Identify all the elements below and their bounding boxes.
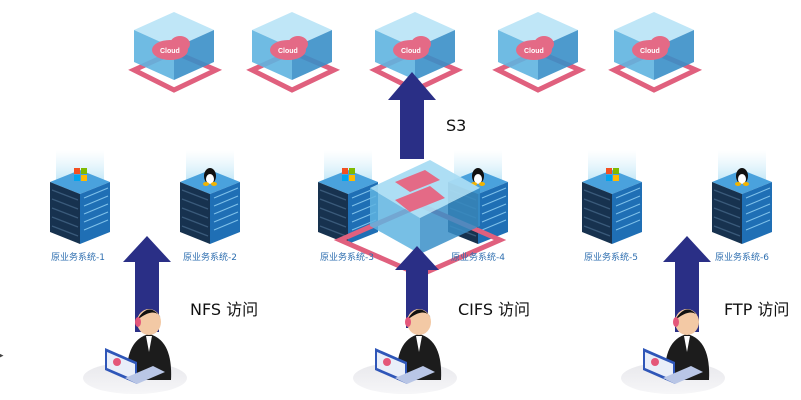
user-at-laptop-2 xyxy=(353,309,457,394)
cloud-cube-1: Cloud xyxy=(128,12,223,93)
server-5 xyxy=(582,150,642,244)
server-caption-1: 原业务系统-1 xyxy=(51,253,105,263)
cloud-text: Cloud xyxy=(640,48,660,55)
cloud-text: Cloud xyxy=(401,48,421,55)
server-caption-4: 原业务系统-4 xyxy=(451,253,505,263)
linux-icon xyxy=(735,168,749,186)
server-caption-2: 原业务系统-2 xyxy=(183,253,237,263)
user-row xyxy=(83,309,725,394)
server-2 xyxy=(180,150,240,244)
server-caption-6: 原业务系统-6 xyxy=(715,253,769,263)
server-1 xyxy=(50,150,110,244)
cloud-icon: Cloud xyxy=(632,36,670,60)
cloud-icon: Cloud xyxy=(270,36,308,60)
cloud-cube-4: Cloud xyxy=(492,12,587,93)
cloud-text: Cloud xyxy=(278,48,298,55)
cloud-icon: Cloud xyxy=(393,36,431,60)
user-at-laptop-3 xyxy=(621,309,725,394)
s3-label: S3 xyxy=(446,116,467,135)
cloud-icon: Cloud xyxy=(516,36,554,60)
cloud-cube-5: Cloud xyxy=(608,12,703,93)
linux-icon xyxy=(203,168,217,186)
gateway-cube xyxy=(333,160,507,278)
windows-icon xyxy=(74,168,87,181)
cloud-text: Cloud xyxy=(160,48,180,55)
nfs-access-label: NFS 访问 xyxy=(190,300,259,319)
cifs-access-label: CIFS 访问 xyxy=(458,300,531,319)
server-caption-3: 原业务系统-3 xyxy=(320,253,374,263)
cloud-storage-row: Cloud Cloud Cloud Cloud Cloud xyxy=(128,12,703,93)
user-at-laptop-1 xyxy=(83,309,187,394)
cloud-text: Cloud xyxy=(524,48,544,55)
server-6 xyxy=(712,150,772,244)
cloud-cube-2: Cloud xyxy=(246,12,341,93)
cloud-cube-3: Cloud xyxy=(369,12,464,93)
cloud-icon: Cloud xyxy=(152,36,190,60)
s3-arrow xyxy=(388,72,436,159)
server-caption-5: 原业务系统-5 xyxy=(584,253,638,263)
windows-icon xyxy=(342,168,355,181)
ftp-access-label: FTP 访问 xyxy=(724,300,790,319)
windows-icon xyxy=(606,168,619,181)
edge-mark: ▸ xyxy=(0,350,4,360)
